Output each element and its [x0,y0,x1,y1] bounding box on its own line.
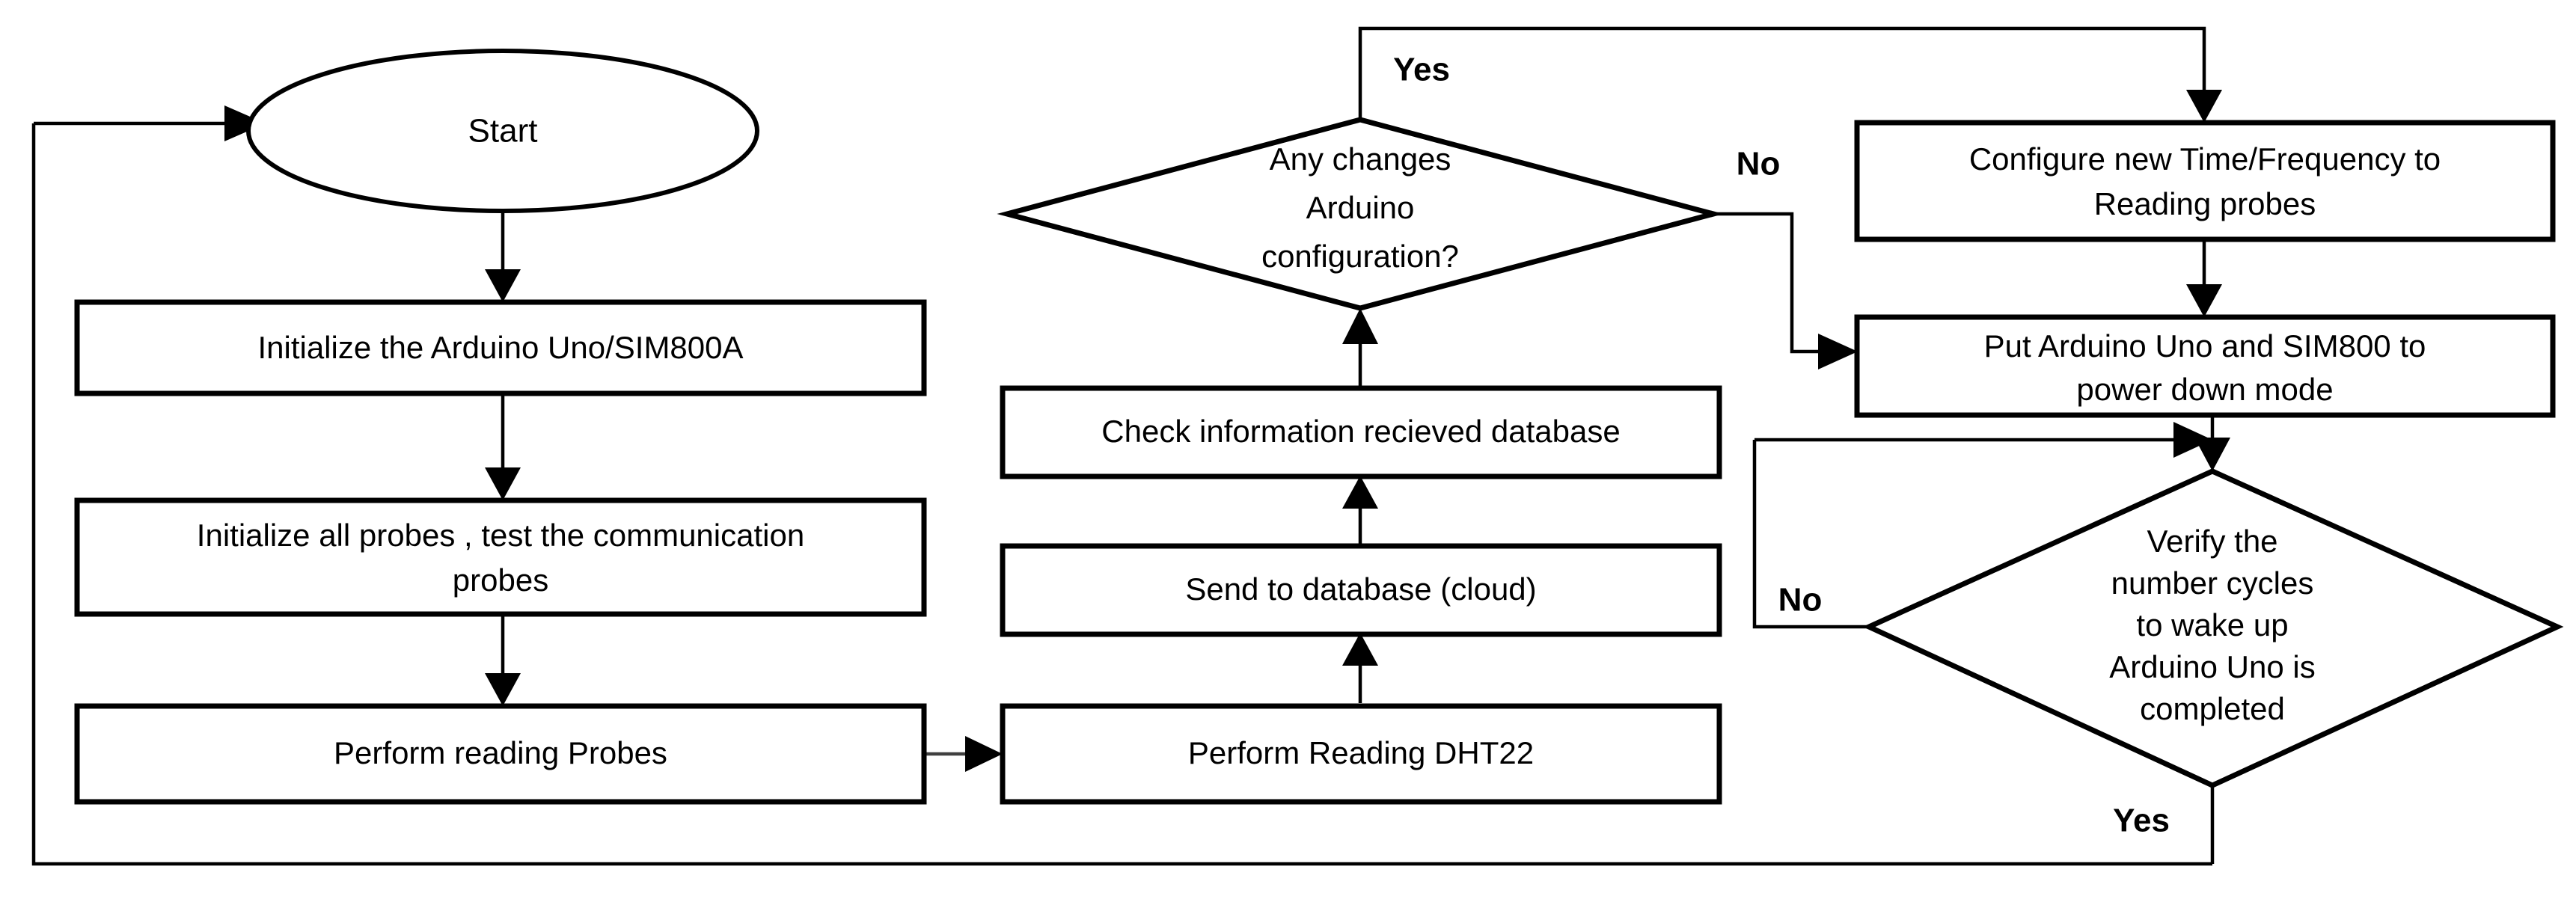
node-perform-reading-dht22[interactable]: Perform Reading DHT22 [1000,703,1722,805]
edge-label-any-changes-no: No [1737,146,1781,182]
node-any-changes-label-line3: configuration? [1261,239,1459,274]
edge-label-verify-cycles-yes: Yes [2113,803,2170,839]
edge-dht22-to-send-database [1342,633,1378,703]
node-any-changes-label-line2: Arduino [1306,190,1415,225]
edge-power-down-to-verify [2194,415,2230,471]
node-any-changes-decision[interactable]: Any changes Arduino configuration? [997,117,1724,311]
edge-return-to-start [31,105,2212,866]
node-power-down-label-line2: power down mode [2076,372,2333,407]
node-init-probes-label-line1: Initialize all probes , test the communi… [197,518,804,553]
edge-label-any-changes-yes: Yes [1393,52,1450,88]
node-check-information[interactable]: Check information recieved database [1000,385,1722,479]
node-start-label: Start [468,113,538,150]
node-verify-cycles-label-line1: Verify the [2147,524,2277,559]
node-check-information-label: Check information recieved database [1101,414,1620,449]
node-any-changes-label-line1: Any changes [1270,141,1451,177]
edge-configure-to-power-down [2186,239,2222,317]
node-power-down-label-line1: Put Arduino Uno and SIM800 to [1984,328,2426,364]
node-verify-cycles-label-line3: to wake up [2136,607,2288,642]
edge-check-to-any-changes [1342,308,1378,393]
node-perform-reading-probes[interactable]: Perform reading Probes [74,703,927,805]
node-perform-reading-probes-label: Perform reading Probes [334,735,667,770]
edge-verify-cycles-no [1752,422,2212,629]
node-init-probes-label-line2: probes [453,562,548,598]
node-init-arduino[interactable]: Initialize the Arduino Uno/SIM800A [74,299,927,396]
node-init-arduino-label: Initialize the Arduino Uno/SIM800A [257,330,743,365]
node-configure-new-time-label-line2: Reading probes [2094,186,2316,221]
edge-any-changes-no [1713,212,1858,369]
edge-init-probes-to-perform-probes [485,613,521,706]
node-verify-cycles-label-line2: number cycles [2111,565,2314,601]
edge-any-changes-yes [1358,26,2222,123]
edge-init-arduino-to-init-probes [485,393,521,500]
node-power-down[interactable]: Put Arduino Uno and SIM800 to power down… [1854,314,2556,418]
node-send-to-database-label: Send to database (cloud) [1185,571,1536,607]
node-send-to-database[interactable]: Send to database (cloud) [1000,543,1722,637]
edge-perform-probes-to-dht22 [924,736,1003,772]
node-verify-cycles-decision[interactable]: Verify the number cycles to wake up Ardu… [1862,468,2564,788]
node-init-probes[interactable]: Initialize all probes , test the communi… [74,497,927,617]
node-start[interactable]: Start [246,49,759,213]
node-verify-cycles-label-line5: completed [2140,691,2285,726]
node-verify-cycles-label-line4: Arduino Uno is [2109,649,2315,684]
edge-send-database-to-check [1342,476,1378,546]
node-perform-reading-dht22-label: Perform Reading DHT22 [1188,735,1534,770]
edge-label-verify-cycles-no: No [1778,582,1823,619]
node-configure-new-time-label-line1: Configure new Time/Frequency to [1969,141,2441,177]
node-configure-new-time[interactable]: Configure new Time/Frequency to Reading … [1854,120,2556,242]
